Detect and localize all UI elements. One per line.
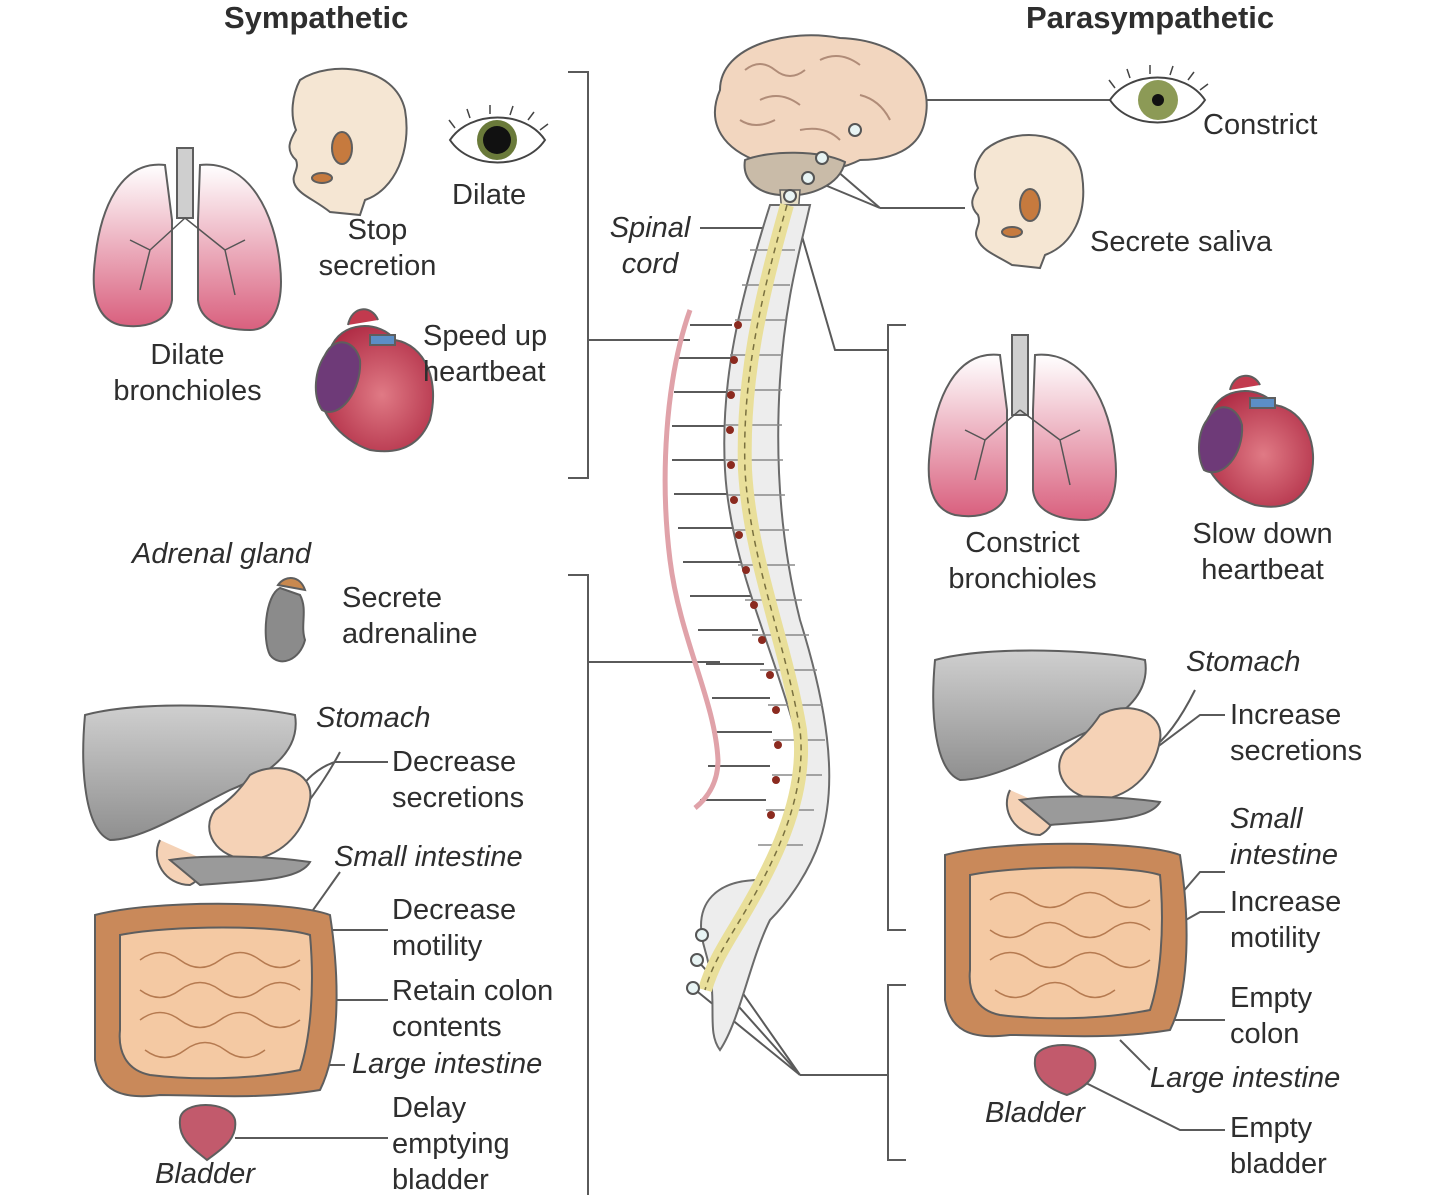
empty-bladder-label: Empty bladder (1230, 1112, 1327, 1180)
sympathetic-header: Sympathetic (224, 0, 409, 35)
increase-motility-label: Increase motility (1230, 886, 1342, 954)
adrenal-gland-label: Adrenal gland (132, 538, 311, 570)
spinal-cord-label: Spinal cord (609, 212, 691, 280)
stop-secretion-label: Stop secretion (318, 214, 437, 282)
parasympathetic-eye (1108, 65, 1209, 124)
parasympathetic-small-intestine-label: Small intestine (1230, 803, 1339, 871)
empty-colon-label: Empty colon (1230, 982, 1313, 1050)
dilate-bronchioles-label: Dilate bronchioles (113, 339, 262, 407)
sympathetic-bladder (178, 1104, 237, 1162)
sympathetic-stomach-label: Stomach (316, 702, 431, 734)
parasympathetic-large-intestine-label: Large intestine (1150, 1062, 1341, 1094)
slow-down-heartbeat-label: Slow down heartbeat (1192, 518, 1333, 586)
parasympathetic-liver (932, 649, 1147, 782)
parasympathetic-intestines (944, 842, 1188, 1038)
parasympathetic-stomach (1005, 707, 1162, 837)
sympathetic-head (288, 67, 408, 217)
sympathetic-heart (314, 308, 435, 453)
sympathetic-chain (662, 309, 721, 810)
decrease-motility-label: Decrease motility (392, 894, 517, 962)
sympathetic-lungs (92, 147, 282, 332)
adrenal-gland (264, 577, 307, 663)
parasympathetic-lungs (927, 334, 1117, 522)
parasympathetic-bladder (1033, 1044, 1097, 1097)
secrete-saliva-label: Secrete saliva (1090, 226, 1273, 258)
sympathetic-large-intestine-label: Large intestine (352, 1048, 543, 1080)
sympathetic-bladder-label: Bladder (155, 1158, 255, 1190)
increase-secretions-label: Increase secretions (1230, 699, 1363, 767)
sympathetic-eye (448, 105, 549, 164)
retain-colon-contents-label: Retain colon contents (392, 975, 554, 1043)
secrete-adrenaline-label: Secrete adrenaline (342, 582, 478, 650)
constrict-bronchioles-label: Constrict bronchioles (948, 527, 1097, 595)
sympathetic-lower-bracket (568, 574, 589, 1195)
decrease-secretions-label: Decrease secretions (392, 746, 525, 814)
sympathetic-stomach (155, 767, 312, 887)
sympathetic-intestines (94, 902, 338, 1098)
parasympathetic-bladder-label: Bladder (985, 1097, 1085, 1129)
parasympathetic-header: Parasympathetic (1026, 0, 1275, 35)
spinal-column (662, 203, 831, 1052)
parasympathetic-lower-bracket (887, 984, 906, 1161)
parasympathetic-upper-bracket (887, 324, 906, 931)
parasympathetic-stomach-label: Stomach (1186, 646, 1301, 678)
dilate-label: Dilate (452, 179, 527, 211)
sympathetic-upper-bracket (568, 71, 589, 479)
sympathetic-liver (82, 704, 297, 842)
parasympathetic-heart (1198, 374, 1315, 508)
speed-up-heartbeat-label: Speed up heartbeat (423, 320, 548, 388)
delay-emptying-bladder-label: Delay emptying bladder (392, 1092, 510, 1196)
constrict-label: Constrict (1203, 109, 1318, 141)
parasympathetic-head (971, 134, 1085, 270)
sympathetic-small-intestine-label: Small intestine (334, 841, 523, 873)
brain (714, 34, 928, 216)
